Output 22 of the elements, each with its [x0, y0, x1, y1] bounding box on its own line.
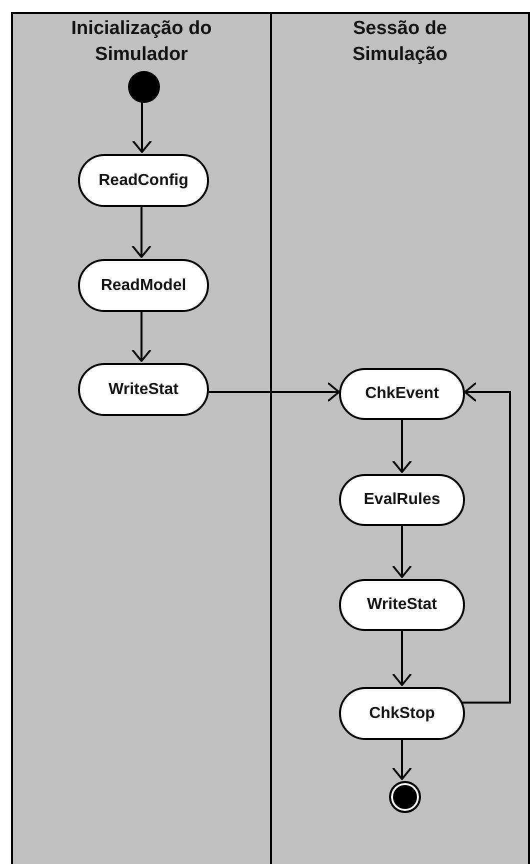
initial-node: [128, 71, 160, 103]
arrow: [132, 101, 152, 153]
arrow: [461, 382, 511, 704]
action-node: WriteStat: [78, 363, 209, 416]
final-node: [389, 781, 421, 813]
action-node: ChkStop: [339, 687, 465, 740]
action-node: ReadConfig: [78, 154, 209, 207]
arrow: [392, 524, 412, 578]
action-node: EvalRules: [339, 474, 465, 526]
arrow: [392, 629, 412, 686]
swimlane-title: Inicialização do Simulador: [70, 17, 213, 67]
arrow: [392, 418, 412, 473]
arrow: [392, 738, 412, 780]
action-node: ChkEvent: [339, 368, 465, 420]
swimlane: [272, 12, 530, 864]
arrow: [132, 205, 152, 258]
arrow: [207, 382, 340, 402]
action-node: WriteStat: [339, 579, 465, 631]
swimlane: [11, 12, 272, 864]
action-node: ReadModel: [78, 259, 209, 312]
swimlane-title: Sessão de Simulação: [351, 17, 449, 67]
arrow: [132, 310, 152, 362]
